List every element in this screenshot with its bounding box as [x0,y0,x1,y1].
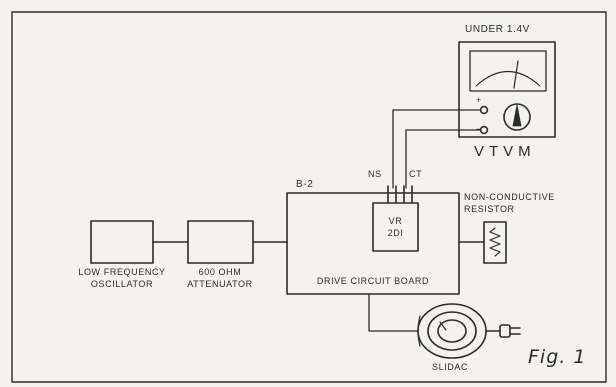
slidac-ring [427,311,477,351]
resistor-label-2: RESISTOR [464,204,515,214]
oscillator-label-1: LOW FREQUENCY [78,267,166,277]
slidac-side [417,315,421,347]
vtvm-needle [513,60,519,89]
resistor-box [483,221,507,264]
attenuator-label-2: ATTENUATOR [187,279,253,289]
vtvm-knob [503,103,531,131]
ns-label: NS [368,169,382,179]
oscillator-label-2: OSCILLATOR [90,279,154,289]
vtvm-range-label: UNDER 1.4V [465,24,530,35]
slidac-label: SLIDAC [432,362,469,372]
vtvm-box [458,41,556,138]
slidac-tick [439,321,447,331]
resistor-zigzag [489,227,501,257]
vr-box [372,202,419,252]
drive-circuit-board-box [286,192,460,295]
wire-ct [405,129,482,189]
drive-board-label: DRIVE CIRCUIT BOARD [316,276,430,286]
oscillator-box [90,220,154,264]
vtvm-scale-arc [475,71,541,87]
wire-ns [392,109,482,189]
figure-label: Fig. 1 [528,346,587,368]
board-id-label: B-2 [296,179,314,190]
vtvm-label: VTVM [474,143,536,160]
resistor-label-1: NON-CONDUCTIVE [464,192,555,202]
vtvm-meter-window [469,50,547,92]
slidac-core [437,319,467,343]
attenuator-label-1: 600 OHM [198,267,242,277]
attenuator-box [187,220,254,264]
terminal-plus-label: + [476,95,482,105]
ct-label: CT [409,169,423,179]
plug-body [499,324,511,338]
outer-frame [11,11,607,383]
vr-label-1: VR [388,216,403,226]
vr-label-2: 2DI [387,228,404,238]
wire-board-slidac [368,293,419,332]
terminal-minus-label: − [476,124,482,134]
vtvm-knob-pointer [512,104,522,127]
